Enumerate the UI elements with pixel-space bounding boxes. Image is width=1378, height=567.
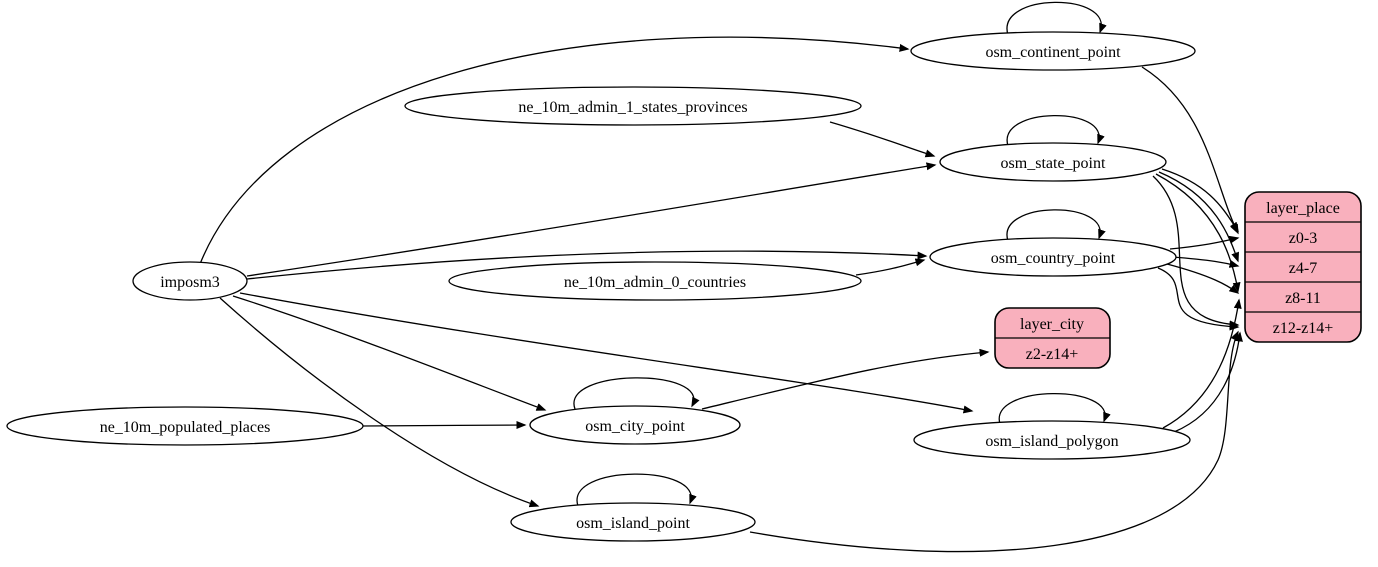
node-label: osm_island_point [576,515,690,532]
edge-ne_10m_admin_0_countries-to-osm_country_point [855,258,926,276]
node-ne_10m_populated_places: ne_10m_populated_places [6,406,364,446]
node-osm_state_point: osm_state_point [939,142,1167,182]
edge-imposm3-to-osm_country_point [246,250,928,280]
node-shape [404,86,862,126]
node-label: ne_10m_admin_0_countries [564,274,746,291]
edge-osm_country_point-to-layer_place-z12-z14 [1157,267,1240,331]
edge-osm_island_polygon-to-layer_place-z12-z14 [1173,331,1243,433]
node-osm_country_point: osm_country_point [929,237,1177,277]
edge-layer [199,1,1243,553]
node-osm_island_point: osm_island_point [510,502,756,542]
record-layer_place: layer_place z0-3 z4-7 z8-11 z12-z14+ [1244,191,1362,343]
self-loop-osm_state_point [1006,115,1105,147]
node-shape [529,405,741,445]
node-shape [132,261,248,301]
node-shape [448,261,862,301]
edge-osm_state_point-to-layer_place-z8-11 [1155,173,1241,293]
node-ne_10m_admin_1_states_provinces: ne_10m_admin_1_states_provinces [404,86,862,126]
edge-osm_city_point-to-layer_city-z2-z14 [701,348,990,410]
record-row-z0-3: z0-3 [1289,230,1317,247]
node-label: ne_10m_admin_1_states_provinces [518,99,747,116]
node-shape [6,406,364,446]
node-label: ne_10m_populated_places [100,419,271,436]
edge-osm_continent_point-to-layer_place-z0-3 [1141,66,1239,235]
node-shape [510,502,756,542]
record-row-z4-7: z4-7 [1289,260,1317,277]
record-row-z12-z14: z12-z14+ [1273,320,1334,337]
node-shape [939,142,1167,182]
edge-imposm3-to-osm_island_polygon [239,292,974,414]
edge-osm_state_point-to-layer_place-z4-7 [1158,171,1239,263]
node-shape [913,420,1191,460]
node-label: osm_city_point [585,418,685,435]
edge-osm_country_point-to-layer_place-z8-11 [1166,263,1240,294]
node-imposm3: imposm3 [132,261,248,301]
edge-imposm3-to-osm_island_point [219,297,540,508]
node-osm_island_polygon: osm_island_polygon [913,420,1191,460]
node-shape [910,31,1196,71]
self-loop-osm_island_polygon [998,393,1111,425]
edge-imposm3-to-osm_state_point [246,162,937,277]
node-label: osm_country_point [991,250,1116,267]
edge-osm_country_point-to-layer_place-z4-7 [1171,256,1240,268]
node-shape [929,237,1177,277]
edge-osm_island_polygon-to-layer_place-z8-11 [1162,298,1242,429]
record-shape [1244,191,1362,343]
record-row-z2-z14: z2-z14+ [1026,346,1079,363]
edge-osm_island_point-to-layer_place-z12-z14 [749,330,1239,553]
edge-osm_country_point-to-layer_place-z0-3 [1169,235,1240,250]
record-row-z8-11: z8-11 [1285,290,1321,307]
node-osm_city_point: osm_city_point [529,405,741,445]
self-loop-osm_city_point [573,377,700,410]
node-label: imposm3 [160,274,220,291]
node-label: osm_continent_point [985,44,1121,61]
record-layer_city: layer_city z2-z14+ [994,307,1111,369]
node-label: osm_state_point [1001,155,1106,172]
edge-ne_10m_admin_1_states_provinces-to-osm_state_point [829,121,936,158]
node-osm_continent_point: osm_continent_point [910,31,1196,71]
node-ne_10m_admin_0_countries: ne_10m_admin_0_countries [448,261,862,301]
record-title: layer_place [1266,200,1340,217]
edge-imposm3-to-osm_continent_point [199,36,910,265]
edge-osm_state_point-to-layer_place-z0-3 [1161,168,1239,233]
edge-ne_10m_populated_places-to-osm_city_point [362,421,527,430]
self-loop-osm_country_point [1006,209,1106,242]
self-loop-osm_continent_point [1006,1,1107,36]
node-label: osm_island_polygon [985,433,1118,450]
self-loop-osm_island_point [576,473,697,507]
record-title: layer_city [1020,316,1084,333]
edge-imposm3-to-osm_city_point [232,295,547,411]
